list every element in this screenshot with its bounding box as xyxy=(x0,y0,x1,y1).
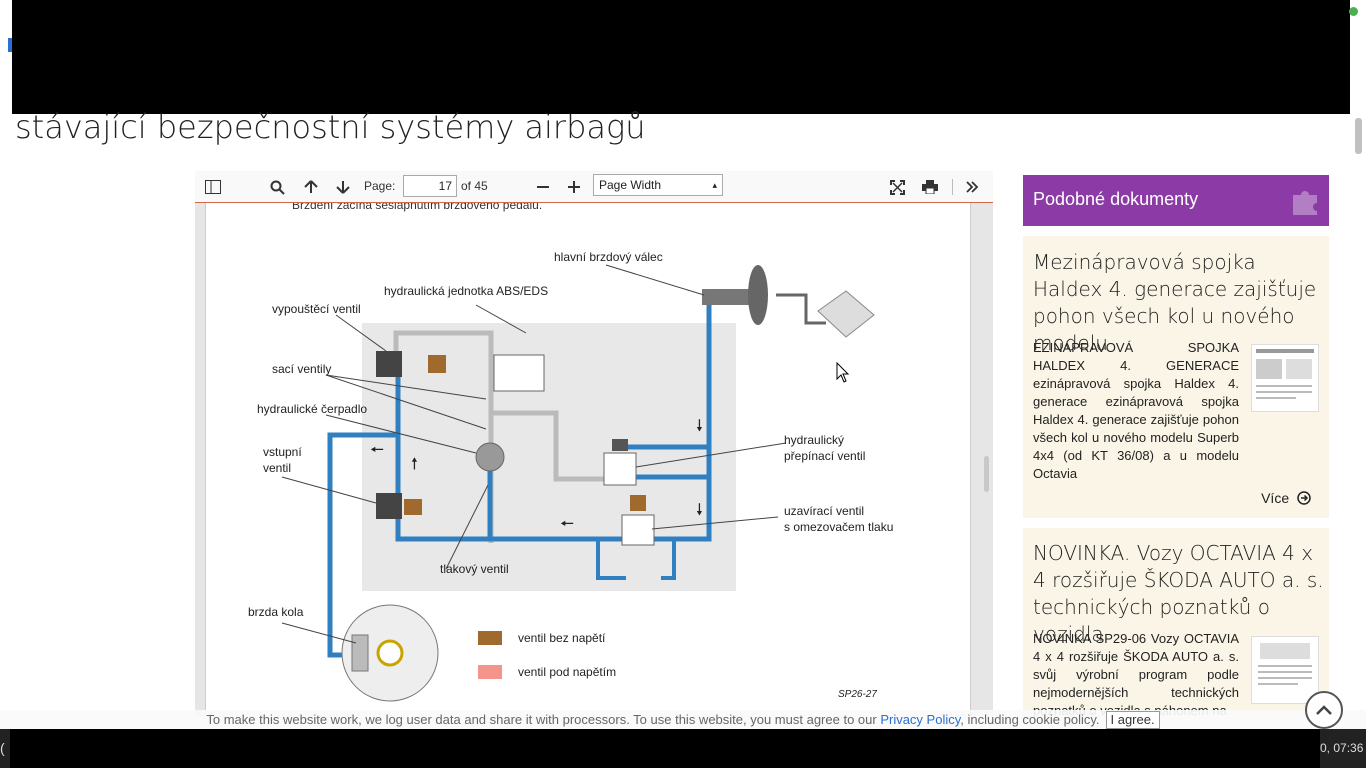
cookie-text: To make this website work, we log user d… xyxy=(206,712,881,727)
zoom-select[interactable]: Page Width ▴▾ xyxy=(593,174,723,210)
switch-valve xyxy=(603,452,637,486)
fullscreen-icon[interactable] xyxy=(887,177,907,197)
previous-page-icon[interactable] xyxy=(301,177,321,197)
pdf-viewer[interactable]: Page: 17 of 45 Page Width ▴▾ Brzdění zač… xyxy=(195,171,993,716)
hydraulic-unit-box xyxy=(362,323,736,591)
browser-edge xyxy=(8,38,12,52)
label-master-cylinder: hlavní brzdový válec xyxy=(554,250,663,264)
mouse-cursor-icon xyxy=(836,362,850,383)
search-icon[interactable] xyxy=(267,177,287,197)
outlet-valve xyxy=(376,351,402,377)
brake-caliper xyxy=(351,634,369,672)
document-thumbnail[interactable] xyxy=(1251,636,1319,704)
label-pressure-valve: tlakový ventil xyxy=(440,562,509,576)
brake-line xyxy=(395,303,712,542)
redacted-top-bar xyxy=(12,0,1350,114)
card-title[interactable]: Mezinápravová spojka Haldex 4. generace … xyxy=(1033,250,1317,355)
sidebar-toggle-icon[interactable] xyxy=(203,177,223,197)
accumulator xyxy=(493,354,545,392)
label-pump: hydraulické čerpadlo xyxy=(257,402,367,416)
shutoff-bypass-line xyxy=(596,539,676,580)
flow-arrow-down-icon: 🠗 xyxy=(696,418,703,435)
chevron-up-icon xyxy=(1316,705,1332,715)
shutoff-valve xyxy=(621,514,655,546)
legend-label-on: ventil pod napětím xyxy=(518,665,616,679)
label-inlet-valve-2: ventil xyxy=(263,461,291,475)
page-scrollbar[interactable] xyxy=(1355,118,1362,154)
print-icon[interactable] xyxy=(920,177,940,197)
pump-symbol xyxy=(475,442,505,472)
arrow-circle-right-icon xyxy=(1297,491,1311,505)
pedal-rod xyxy=(776,293,826,325)
cookie-consent-bar: To make this website work, we log user d… xyxy=(0,710,1366,730)
page-number-input[interactable]: 17 xyxy=(403,175,457,197)
return-line xyxy=(393,330,606,543)
label-shutoff-valve-1: uzavírací ventil xyxy=(784,504,864,518)
label-switch-valve-1: hydraulický xyxy=(784,433,844,447)
page-label: Page: xyxy=(364,179,396,193)
toolbar-separator xyxy=(952,179,953,195)
switch-valve-head xyxy=(612,439,628,451)
more-link[interactable]: Více xyxy=(1261,490,1311,506)
flow-arrow-left-icon: 🠔 xyxy=(370,442,384,459)
page-title: stávající bezpečnostní systémy airbagů xyxy=(15,108,646,146)
zoom-out-icon[interactable] xyxy=(533,177,553,197)
label-inlet-valve-1: vstupní xyxy=(263,445,302,459)
taskbar-clock: 0, 07:36 xyxy=(1320,729,1366,768)
shutoff-valve-coil xyxy=(630,495,646,511)
page-total: of 45 xyxy=(461,179,488,193)
abs-diagram: Brzdění začíná sešlápnutím brzdového ped… xyxy=(248,198,893,702)
figure-code: SP26-27 xyxy=(838,689,877,700)
scroll-to-top-button[interactable] xyxy=(1305,691,1343,729)
next-page-icon[interactable] xyxy=(333,177,353,197)
redacted-bottom-bar xyxy=(10,729,1320,768)
label-shutoff-valve-2: s omezovačem tlaku xyxy=(784,520,893,534)
flow-arrow-up-icon: 🠕 xyxy=(411,456,418,473)
label-suction-valves: sací ventily xyxy=(272,362,331,376)
foot-on-pedal xyxy=(817,290,875,338)
taskbar-edge: ( xyxy=(0,729,10,768)
puzzle-icon xyxy=(1293,191,1317,215)
label-outlet-valve: vypouštěcí ventil xyxy=(272,302,361,316)
label-wheel-brake: brzda kola xyxy=(248,605,304,619)
label-switch-valve-2: přepínací ventil xyxy=(784,449,865,463)
similar-documents-title: Podobné dokumenty xyxy=(1033,189,1199,209)
pdf-page: Brzdění začíná sešlápnutím brzdového ped… xyxy=(205,198,971,716)
similar-documents-header: Podobné dokumenty xyxy=(1023,175,1329,226)
leader-lines xyxy=(281,264,787,644)
outlet-valve-coil xyxy=(428,355,446,373)
wheel-hub xyxy=(376,639,404,667)
inlet-valve xyxy=(376,493,402,519)
label-hydraulic-unit: hydraulická jednotka ABS/EDS xyxy=(384,284,548,298)
agree-button[interactable]: I agree. xyxy=(1105,711,1160,729)
master-cylinder xyxy=(702,289,758,305)
privacy-policy-link[interactable]: Privacy Policy xyxy=(880,712,961,727)
similar-document-card[interactable]: NOVINKA. Vozy OCTAVIA 4 x 4 rozšiřuje ŠK… xyxy=(1023,528,1329,718)
card-excerpt: EZINÁPRAVOVÁ SPOJKA HALDEX 4. GENERACE e… xyxy=(1033,340,1239,481)
legend-swatch-off xyxy=(478,631,502,645)
legend-swatch-on xyxy=(478,665,502,679)
diagram-intro-text: Brzdění začíná sešlápnutím brzdového ped… xyxy=(292,203,542,212)
zoom-value: Page Width xyxy=(599,178,662,192)
more-tools-icon[interactable] xyxy=(962,177,982,197)
card-excerpt: NOVINKA SP29-06 Vozy OCTAVIA 4 x 4 rozši… xyxy=(1033,631,1239,718)
card-title[interactable]: NOVINKA. Vozy OCTAVIA 4 x 4 rozšiřuje ŠK… xyxy=(1033,541,1324,646)
pdf-toolbar: Page: 17 of 45 Page Width ▴▾ xyxy=(195,171,993,210)
cookie-text-2: , including cookie policy. xyxy=(960,712,1100,727)
more-link-label: Více xyxy=(1261,490,1290,506)
brake-booster xyxy=(748,265,768,325)
similar-document-card[interactable]: Mezinápravová spojka Haldex 4. generace … xyxy=(1023,236,1329,518)
flow-arrow-down-icon: 🠗 xyxy=(696,502,703,519)
viewer-scrollbar[interactable] xyxy=(984,456,989,492)
flow-arrow-left-icon: 🠔 xyxy=(560,516,574,533)
status-dot xyxy=(1349,7,1358,16)
legend-label-off: ventil bez napětí xyxy=(518,631,606,645)
document-thumbnail[interactable] xyxy=(1251,344,1319,412)
zoom-in-icon[interactable] xyxy=(564,177,584,197)
inlet-valve-coil xyxy=(404,499,422,515)
